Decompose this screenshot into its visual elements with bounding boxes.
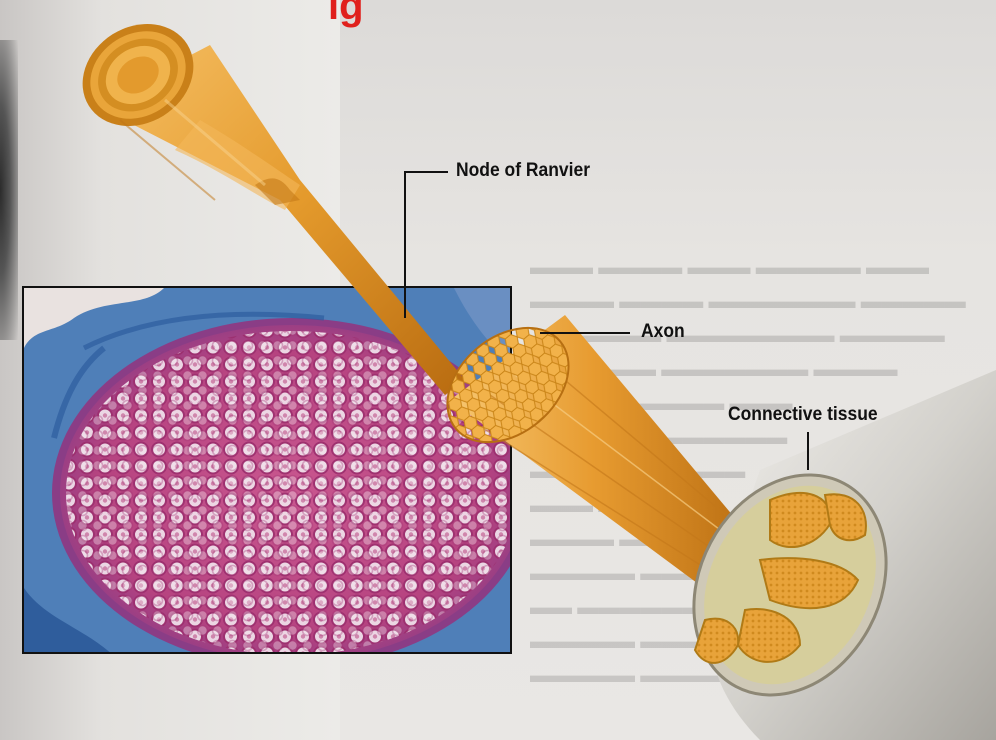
label-connective-tissue: Connective tissue — [728, 404, 878, 426]
label-axon: Axon — [641, 321, 685, 343]
label-node-of-ranvier: Node of Ranvier — [456, 160, 590, 182]
